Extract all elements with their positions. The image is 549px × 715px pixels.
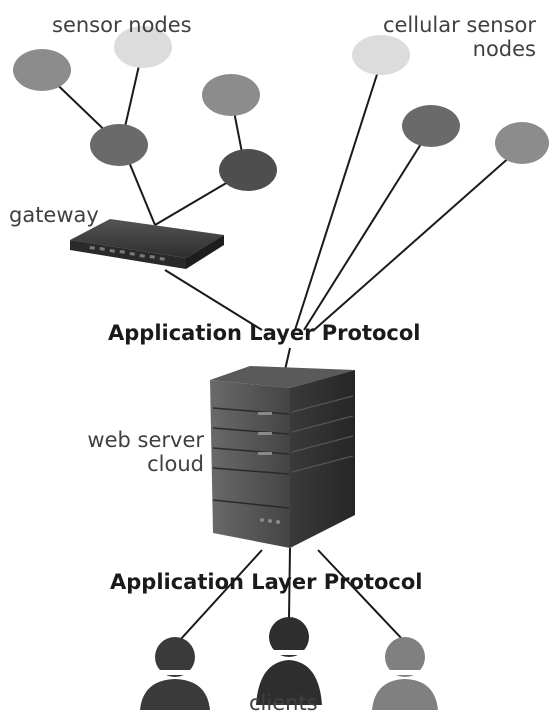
- protocol-label-top: Application Layer Protocol: [108, 321, 421, 345]
- person-icon: [372, 637, 438, 710]
- edge-server-client-right: [317, 549, 404, 641]
- server-tower-icon: [210, 366, 355, 548]
- protocol-label-bottom: Application Layer Protocol: [110, 570, 423, 594]
- router-icon: [70, 219, 224, 269]
- person-icon: [140, 637, 210, 710]
- client-left: [140, 637, 210, 710]
- edge-cell1-protocol: [294, 61, 382, 331]
- sensor-nodes-label: sensor nodes: [52, 13, 192, 37]
- edge-cell2-protocol: [303, 127, 432, 331]
- sensor-node-1: [13, 49, 71, 91]
- web-server-cloud-label: web server cloud: [60, 428, 204, 476]
- person-icon: [256, 617, 322, 705]
- edge-protocol-server: [284, 347, 291, 371]
- edge-server-client-left: [179, 549, 263, 641]
- cellular-node-1: [352, 35, 410, 75]
- sensor-hub-2: [219, 149, 277, 191]
- cellular-node-3: [495, 122, 549, 164]
- client-middle: [256, 617, 322, 705]
- web-server-label-line1: web server: [87, 428, 204, 452]
- edge-cell3-protocol: [313, 147, 521, 331]
- connection-lines: [41, 47, 521, 641]
- edge-server-client-mid: [288, 547, 291, 619]
- clients-label: clients: [249, 691, 318, 715]
- sensor-hub-1: [90, 124, 148, 166]
- client-right: [372, 637, 438, 710]
- edge-gateway-protocol: [164, 269, 263, 331]
- cellular-label-line2: nodes: [472, 37, 536, 61]
- cellular-sensor-nodes-label: cellular sensor nodes: [352, 13, 536, 61]
- gateway-label: gateway: [9, 203, 99, 227]
- web-server-label-line2: cloud: [147, 452, 204, 476]
- cellular-node-2: [402, 105, 460, 147]
- sensor-node-2: [114, 26, 172, 68]
- cellular-label-line1: cellular sensor: [382, 13, 536, 37]
- sensor-node-3: [202, 74, 260, 116]
